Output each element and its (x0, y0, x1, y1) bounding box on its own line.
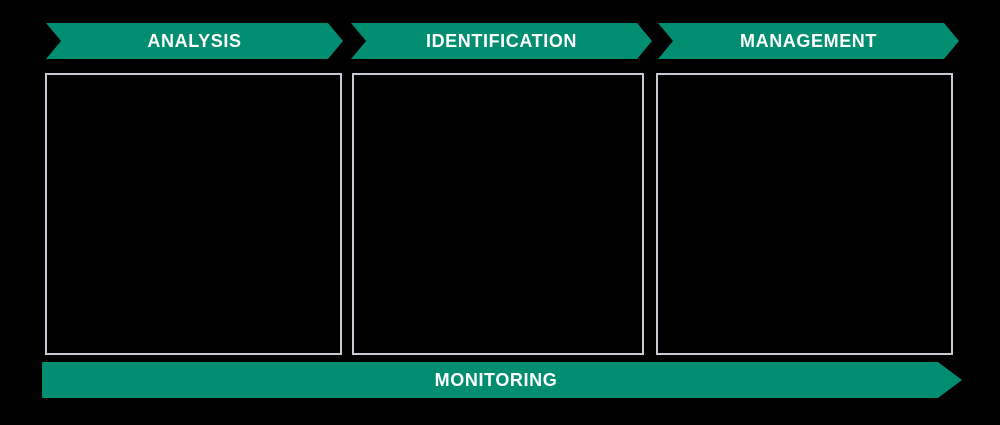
monitoring-banner-arrow: MONITORING (42, 362, 962, 398)
phase-arrow-analysis-label: ANALYSIS (147, 30, 242, 51)
monitoring-banner-label: MONITORING (434, 369, 558, 390)
phase-arrow-identification: IDENTIFICATION (351, 23, 652, 59)
phase-arrow-management-label: MANAGEMENT (740, 30, 877, 51)
identification-panel (352, 73, 644, 355)
analysis-panel (45, 73, 342, 355)
phase-arrow-identification-label: IDENTIFICATION (425, 30, 578, 51)
phase-arrow-management: MANAGEMENT (658, 23, 959, 59)
phase-arrow-analysis: ANALYSIS (46, 23, 343, 59)
management-panel (656, 73, 953, 355)
